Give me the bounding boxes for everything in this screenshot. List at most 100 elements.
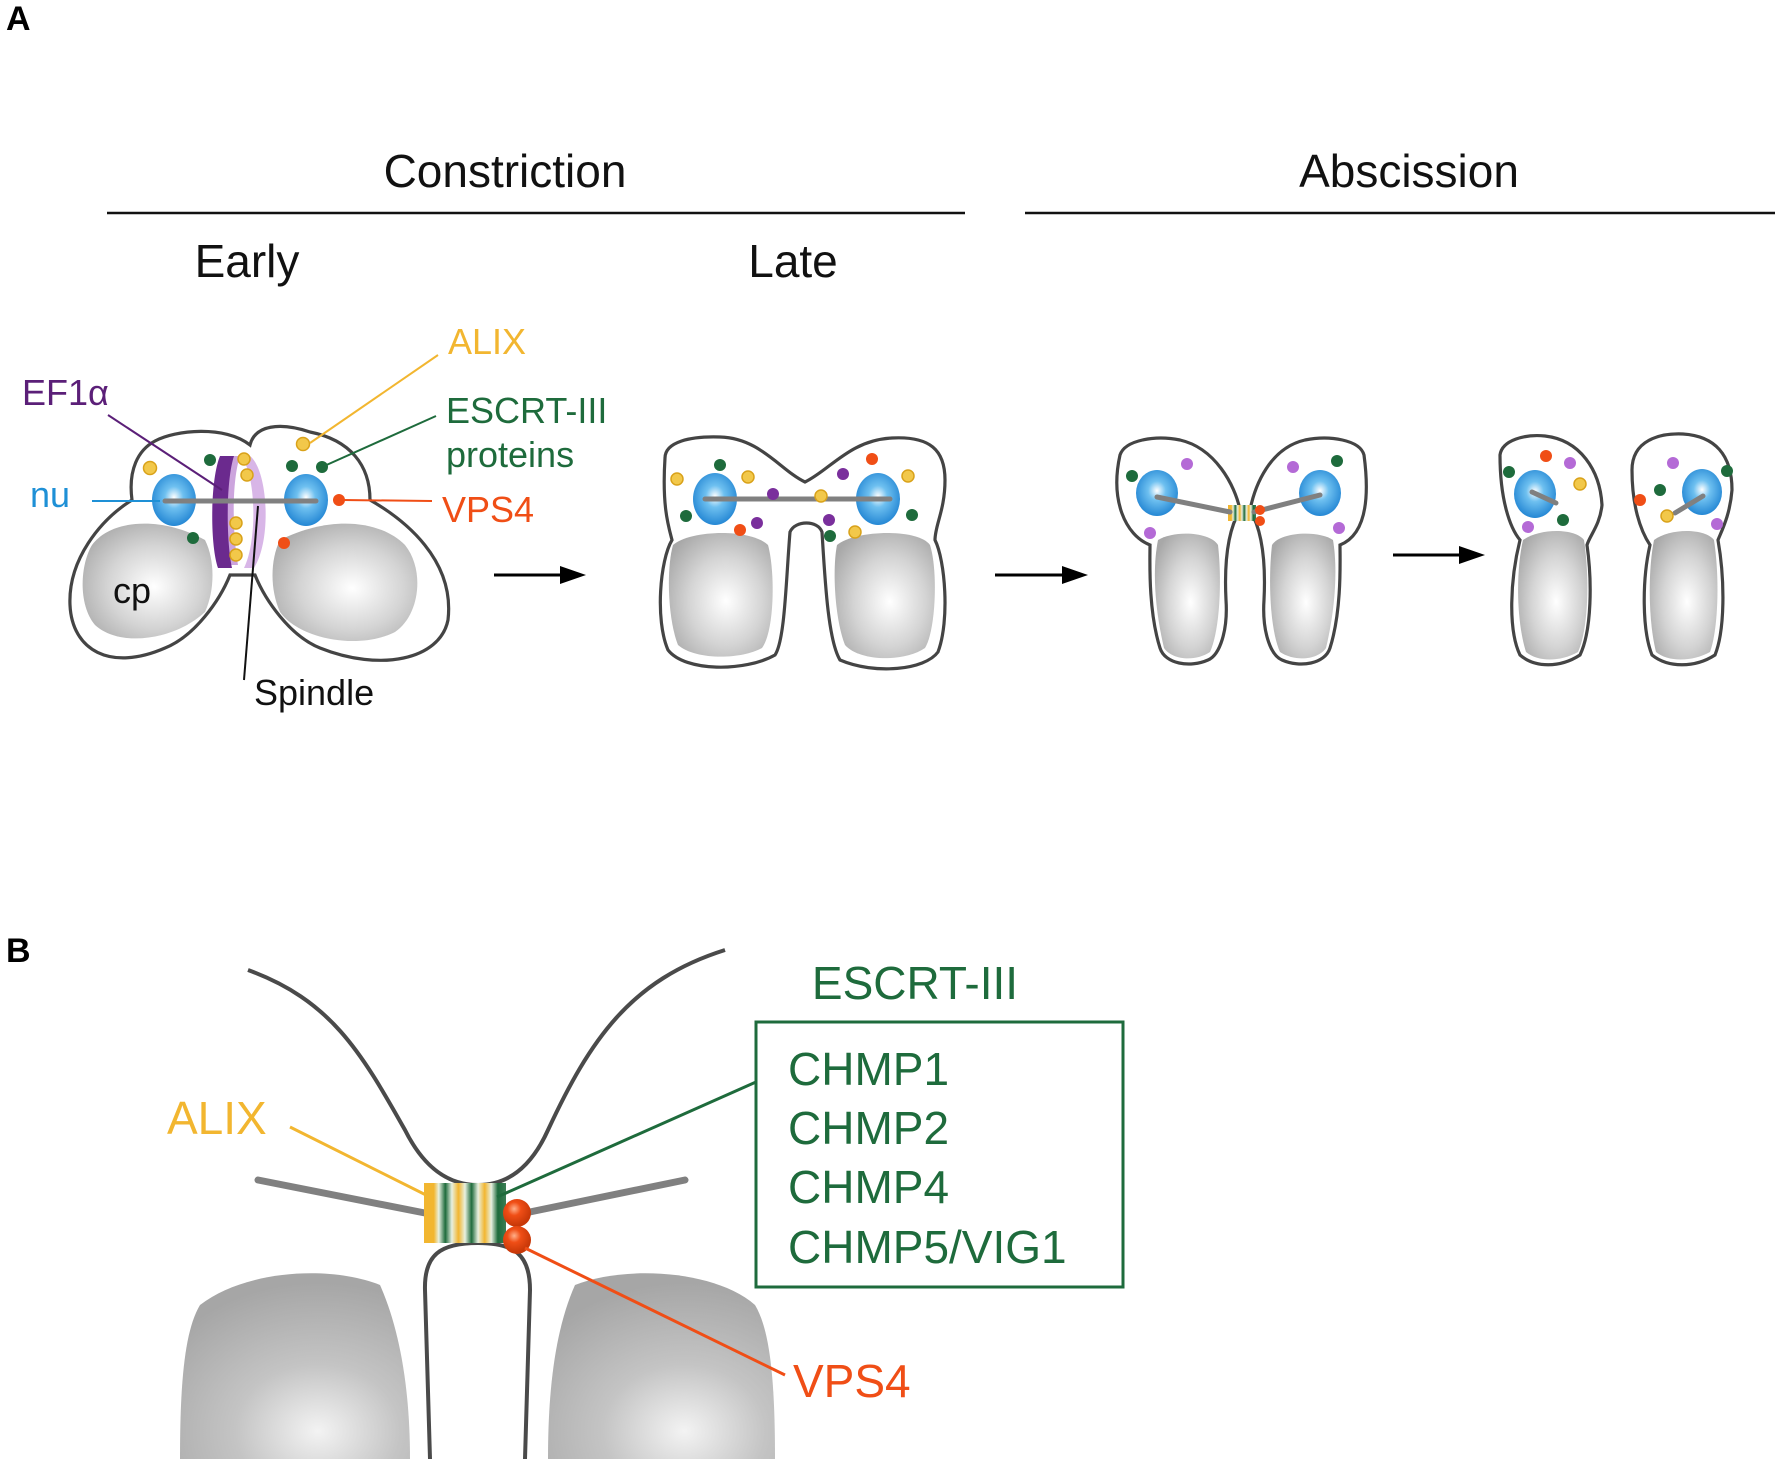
purple-dot [1711,518,1723,530]
alix-dot [741,470,755,484]
escrt-dot [1503,466,1515,478]
leader-alix [309,354,439,444]
chloroplast-left [82,523,213,639]
stage-abscission-title: Abscission [1299,145,1519,197]
spindle-right [1251,492,1323,515]
alix-dot [295,436,311,452]
vps4-dot [734,524,746,536]
spindle-right [516,1176,689,1218]
cell-early-constriction [68,424,451,662]
abscission-ring [424,1183,506,1243]
ef1a-ring-light [240,456,266,568]
leader-escrt-b [496,1080,757,1199]
escrt-dot [286,460,298,472]
purple-dot [1333,522,1345,534]
chloroplast-right [834,532,935,659]
chloroplast-right [548,1273,775,1459]
label-vps4: VPS4 [442,489,534,530]
vps4-dot [278,537,290,549]
daughter-cell-right [1630,432,1734,667]
cell-membrane-bottom [422,1240,533,1460]
spindle-remnant [1672,493,1706,516]
label-escrt-line1: ESCRT-III [446,390,607,431]
escrt-dot [1654,484,1666,496]
alix-dot [142,460,158,476]
purple-dot [1564,457,1576,469]
escrt-dot [1331,455,1343,467]
alix-dot [901,469,915,483]
label-escrt-line2: proteins [446,434,574,475]
purple-dot [1667,457,1679,469]
leader-escrt [321,415,437,468]
vps4-dot [1540,450,1552,462]
leader-alix-b [289,1125,431,1199]
chloroplast-right [272,523,418,642]
escrt-member-box [754,1020,1125,1289]
purple-dot [767,488,779,500]
leader-spindle [243,505,259,681]
purple-dot [1181,458,1193,470]
alix-dot [814,489,828,503]
zoomed-bridge-diagram [180,948,775,1460]
alix-dot [229,516,243,530]
arrow-3 [1393,546,1485,564]
vps4-dot [1255,505,1265,515]
escrt-dot [906,509,918,521]
leader-ef1a [107,414,223,491]
label-nu: nu [30,474,70,515]
escrt-dot [187,532,199,544]
spindle-remnant [1529,489,1559,506]
chloroplast-right [1270,533,1336,659]
purple-dot [1522,521,1534,533]
chloroplast-left [1154,533,1220,659]
cell-abscission-bridge [1115,436,1368,666]
chloroplast-left [180,1273,410,1459]
purple-dot [1144,527,1156,539]
leader-vps4-b [524,1246,786,1377]
spindle-left [1154,494,1233,515]
escrt-member-4: CHMP5/VIG1 [788,1221,1067,1273]
vps4-dot [1634,494,1646,506]
alix-dot [229,532,243,546]
label-ef1a: EF1α [22,372,109,413]
chloroplast [1649,531,1718,660]
escrt-member-3: CHMP4 [788,1161,949,1213]
escrt-dot [1557,514,1569,526]
leader-vps4 [342,499,433,502]
escrt-title: ESCRT-III [812,957,1018,1009]
label-spindle: Spindle [254,672,374,713]
daughter-cell-left [1498,434,1604,667]
purple-dot [751,517,763,529]
abscission-ring [1228,505,1256,521]
vps4-dot [333,494,345,506]
stage-constriction-title: Constriction [384,145,627,197]
purple-dot [1287,461,1299,473]
escrt-member-2: CHMP2 [788,1102,949,1154]
arrow-1 [494,566,586,584]
cell-membrane-top [247,948,726,1188]
label-vps4-b: VPS4 [793,1355,911,1407]
alix-dot [229,548,243,562]
vps4-dot [503,1199,531,1227]
vps4-dot [503,1226,531,1254]
escrt-member-1: CHMP1 [788,1043,949,1095]
label-cp: cp [113,570,151,611]
vps4-dot [1255,516,1265,526]
escrt-dot [1721,465,1733,477]
alix-dot [848,525,862,539]
panel-a-letter: A [6,0,31,38]
alix-dot [1573,477,1587,491]
substage-late: Late [748,235,838,287]
chloroplast [1518,531,1588,660]
label-alix-b: ALIX [167,1092,267,1144]
escrt-dot [1126,470,1138,482]
arrow-2 [995,566,1088,584]
nucleus [1682,469,1722,515]
purple-dot [823,514,835,526]
ef1a-ring-front [212,456,234,568]
chloroplast-left [668,532,773,657]
nucleus-left [1136,470,1178,516]
cell-late-constriction [658,435,947,671]
alix-dot [1660,509,1674,523]
